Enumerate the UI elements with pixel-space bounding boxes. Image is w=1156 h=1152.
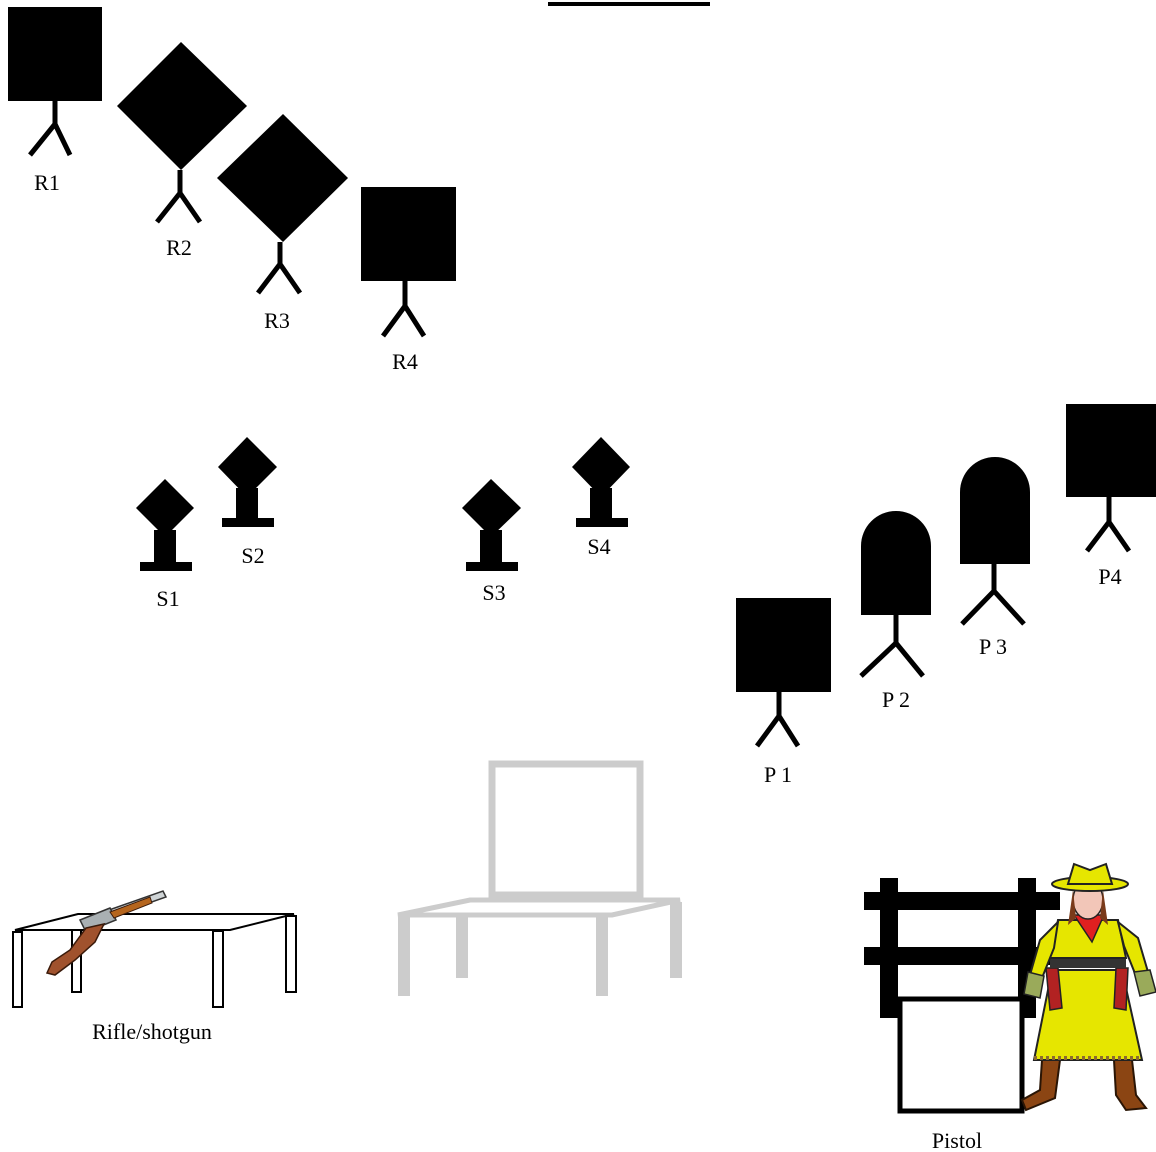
rifle-target-r3: R3: [217, 114, 348, 333]
pistol-target-p4: P4: [1066, 404, 1156, 589]
rifle-label-r1: R1: [34, 170, 60, 195]
pistol-label-p2: P 2: [882, 687, 910, 712]
pistol-target-p3: P 3: [960, 457, 1030, 659]
rifle-label-r3: R3: [264, 308, 290, 333]
shotgun-label-s3: S3: [482, 580, 505, 605]
rifle-target-r1: R1: [8, 7, 102, 195]
rifle-target-r4: R4: [361, 187, 456, 374]
station-label-rifle-shotgun: Rifle/shotgun: [92, 1019, 212, 1044]
pistol-target-p2: P 2: [861, 511, 931, 712]
pistol-target-p1: P 1: [736, 598, 831, 787]
shotgun-label-s4: S4: [587, 534, 610, 559]
rifle-icon: [47, 891, 166, 975]
shotgun-target-s2: S2: [218, 437, 277, 568]
shotgun-target-s1: S1: [136, 479, 194, 611]
station-label-pistol: Pistol: [932, 1128, 982, 1152]
rifle-label-r2: R2: [166, 235, 192, 260]
shotgun-target-s3: S3: [462, 479, 521, 605]
rifle-target-r2: R2: [117, 42, 247, 260]
shotgun-label-s2: S2: [241, 543, 264, 568]
ghost-table: [398, 764, 680, 996]
pistol-label-p1: P 1: [764, 762, 792, 787]
shotgun-target-s4: S4: [572, 437, 630, 559]
rifle-label-r4: R4: [392, 349, 418, 374]
pistol-label-p4: P4: [1098, 564, 1121, 589]
pistol-label-p3: P 3: [979, 634, 1007, 659]
shotgun-label-s1: S1: [156, 586, 179, 611]
